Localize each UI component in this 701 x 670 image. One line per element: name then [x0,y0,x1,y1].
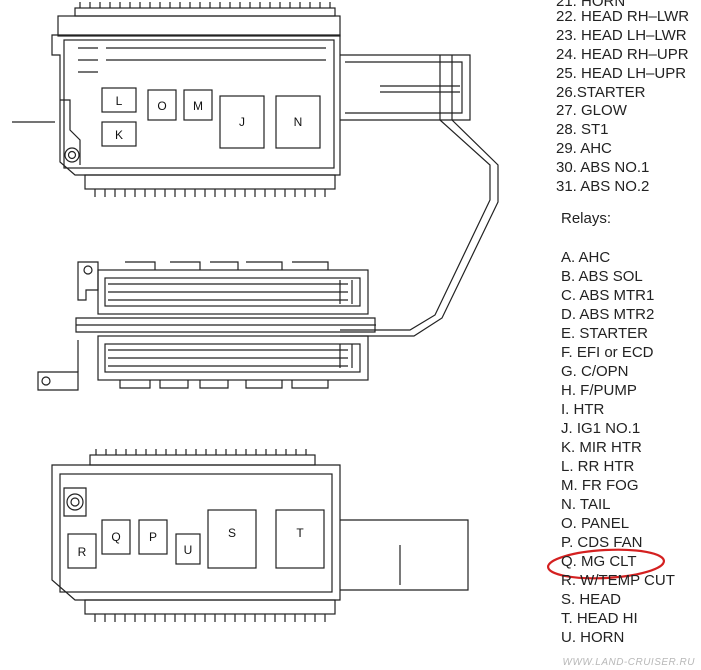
relay-list: A. AHC B. ABS SOL C. ABS MTR1 D. ABS MTR… [561,248,675,647]
fuse-item: 30. ABS NO.1 [556,159,650,176]
relay-item: N. TAIL [561,496,611,513]
relay-box-label-K: K [115,128,123,142]
relay-item: P. CDS FAN [561,534,643,551]
relay-item: O. PANEL [561,515,630,532]
relay-item: C. ABS MTR1 [561,287,655,304]
watermark: WWW.LAND-CRUISER.RU [562,657,695,668]
relay-item: U. HORN [561,629,625,646]
relay-item: F. EFI or ECD [561,344,654,361]
highlight-circle [546,548,666,580]
connector-bar [340,119,491,331]
relay-item: D. ABS MTR2 [561,306,655,323]
relay-item: A. AHC [561,249,611,266]
relay-box-label-P: P [149,530,157,544]
relay-item: K. MIR HTR [561,439,642,456]
relay-item: E. STARTER [561,325,648,342]
relay-item-highlighted: Q. MG CLT [561,553,637,570]
fuse-item: 29. AHC [556,140,612,157]
fuse-item: 21. HORN [556,0,626,10]
fuse-item: 22. HEAD RH–LWR [556,8,690,25]
upper-relay-block [12,2,471,197]
relay-box-label-Q: Q [111,530,120,544]
relay-item: R. W/TEMP CUT [561,572,675,589]
relay-item: J. IG1 NO.1 [561,420,641,437]
fuse-item: 26.STARTER [556,84,646,101]
fuse-item: 27. GLOW [556,102,627,119]
relay-item: H. F/PUMP [561,382,637,399]
fuse-item: 25. HEAD LH–UPR [556,65,687,82]
relay-box-label-U: U [184,543,193,557]
middle-fuse-strip [37,261,376,391]
relay-item: S. HEAD [561,591,622,608]
fuse-item: 24. HEAD RH–UPR [556,46,689,63]
relay-box-label-R: R [78,545,87,559]
relay-box-label-T: T [296,526,304,540]
relay-box-label-N: N [294,115,303,129]
relay-item: T. HEAD HI [561,610,638,627]
relay-box-label-M: M [193,99,203,113]
fuse-item: 31. ABS NO.2 [556,178,650,195]
fuse-item: 28. ST1 [556,121,609,138]
relay-box-label-O: O [157,99,166,113]
lower-relay-block [51,449,469,622]
fuse-item: 23. HEAD LH–LWR [556,27,687,44]
relay-item: M. FR FOG [561,477,639,494]
relay-item: G. C/OPN [561,363,629,380]
relay-box-label-J: J [239,115,245,129]
relay-item: I. HTR [561,401,605,418]
relay-box-label-S: S [228,526,236,540]
relays-heading: Relays: [561,210,612,227]
relay-box-label-L: L [116,94,123,108]
relay-item: L. RR HTR [561,458,635,475]
relay-item: B. ABS SOL [561,268,643,285]
